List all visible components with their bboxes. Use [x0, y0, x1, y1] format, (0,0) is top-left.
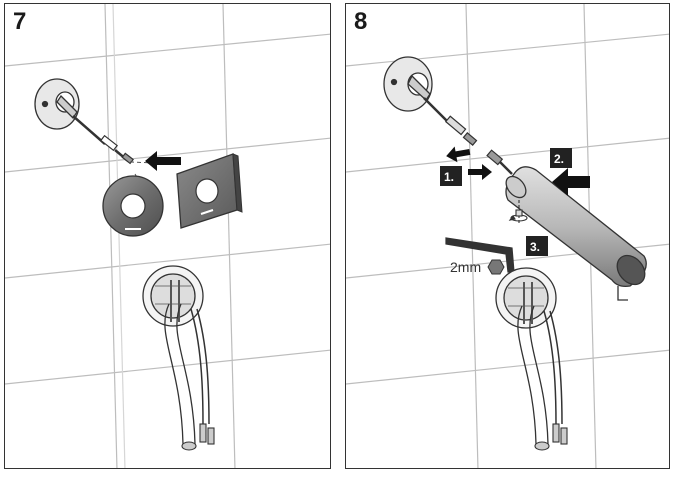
callout-2: 2.: [550, 148, 572, 168]
wall-tile-grid: [5, 4, 330, 468]
hex-icon: [487, 259, 505, 275]
callout-3: 3.: [526, 236, 548, 256]
pipe-ends: [181, 423, 215, 451]
step-number: 8: [354, 8, 368, 35]
callout-1: 1.: [440, 166, 462, 186]
square-cover-plate: [176, 153, 243, 229]
push-arrow-1: [468, 164, 492, 180]
connector-cable: [72, 115, 135, 165]
supply-pipes: [517, 305, 563, 445]
connector-cable: [423, 97, 513, 175]
svg-text:3.: 3.: [530, 240, 540, 254]
step-8-illustration: 1. 2. 3.: [346, 4, 669, 468]
svg-text:2mm: 2mm: [450, 259, 481, 275]
in-wall-box: [142, 265, 204, 327]
step-7-panel: 7: [4, 3, 331, 469]
in-wall-box: [495, 267, 557, 329]
slide-arrow-2: [552, 168, 590, 196]
cover-ring: [102, 175, 164, 237]
step-8-panel: 8: [345, 3, 670, 469]
wall-flange: [383, 56, 433, 112]
spout: [505, 166, 647, 301]
hex-key: [445, 237, 515, 273]
step-7-illustration: [5, 4, 330, 468]
pipe-ends: [534, 423, 568, 451]
hex-key-size-label: 2mm: [450, 259, 505, 275]
wall-flange: [34, 78, 80, 130]
svg-text:2.: 2.: [554, 152, 564, 166]
grub-screw: [508, 200, 528, 224]
push-arrow: [145, 151, 181, 171]
svg-text:1.: 1.: [444, 170, 454, 184]
supply-pipes: [164, 303, 210, 445]
pull-arrow-1: [446, 146, 471, 163]
step-number: 7: [13, 8, 27, 35]
